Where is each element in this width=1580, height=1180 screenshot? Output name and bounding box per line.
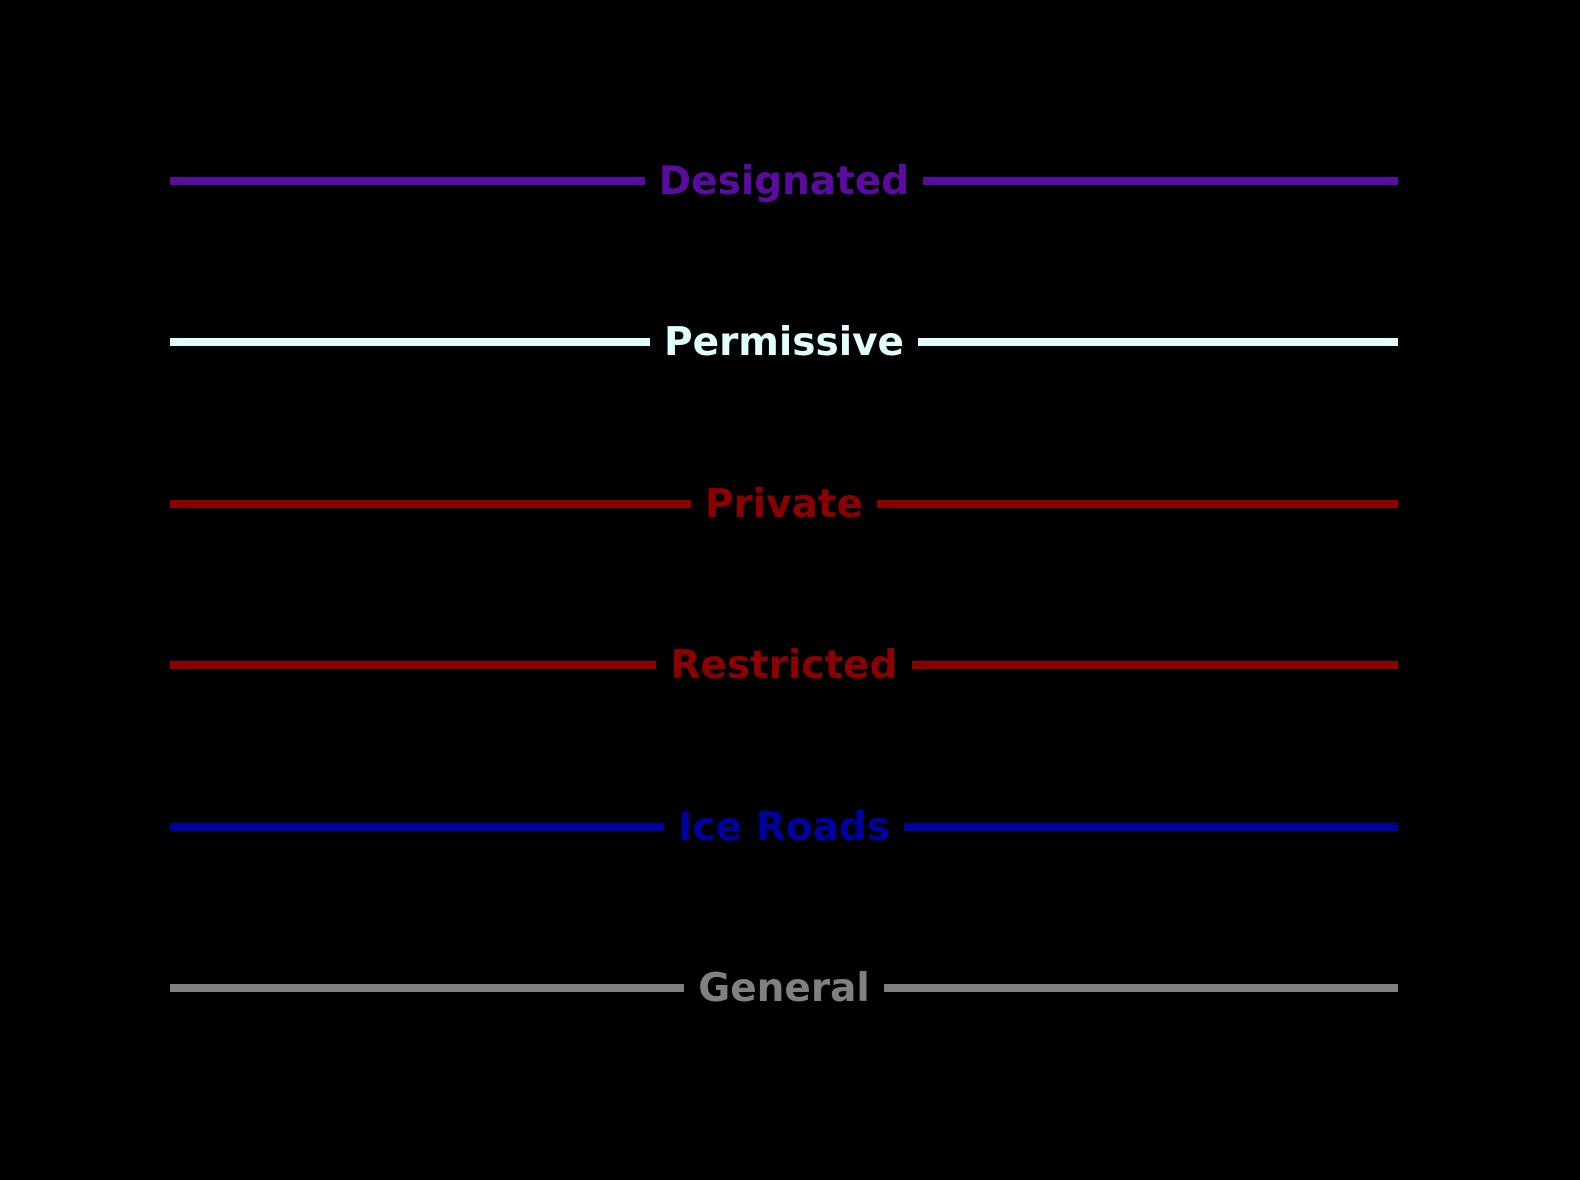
line-sample-right-permissive bbox=[917, 338, 1399, 346]
line-sample-left-general bbox=[170, 984, 685, 992]
line-sample-left-ice-roads bbox=[170, 823, 665, 831]
legend-row-private: Private bbox=[170, 474, 1398, 534]
legend-label-general: General bbox=[698, 965, 870, 1011]
legend-label-designated: Designated bbox=[658, 158, 910, 204]
line-sample-right-general bbox=[883, 984, 1399, 992]
line-sample-left-restricted bbox=[170, 661, 657, 669]
legend-row-designated: Designated bbox=[170, 151, 1399, 211]
line-sample-right-private bbox=[877, 500, 1398, 508]
legend-label-permissive: Permissive bbox=[664, 319, 904, 365]
legend-label-restricted: Restricted bbox=[670, 642, 898, 688]
line-sample-right-designated bbox=[923, 177, 1399, 185]
line-sample-left-permissive bbox=[170, 338, 651, 346]
legend-label-ice-roads: Ice Roads bbox=[678, 804, 890, 850]
line-sample-left-private bbox=[170, 500, 691, 508]
legend-row-permissive: Permissive bbox=[170, 312, 1399, 372]
legend-row-ice-roads: Ice Roads bbox=[170, 797, 1398, 857]
legend-label-private: Private bbox=[704, 481, 864, 527]
line-sample-right-ice-roads bbox=[903, 823, 1398, 831]
line-sample-left-designated bbox=[170, 177, 645, 185]
legend-row-restricted: Restricted bbox=[170, 635, 1399, 695]
line-sample-right-restricted bbox=[911, 661, 1399, 669]
legend-row-general: General bbox=[170, 958, 1399, 1018]
